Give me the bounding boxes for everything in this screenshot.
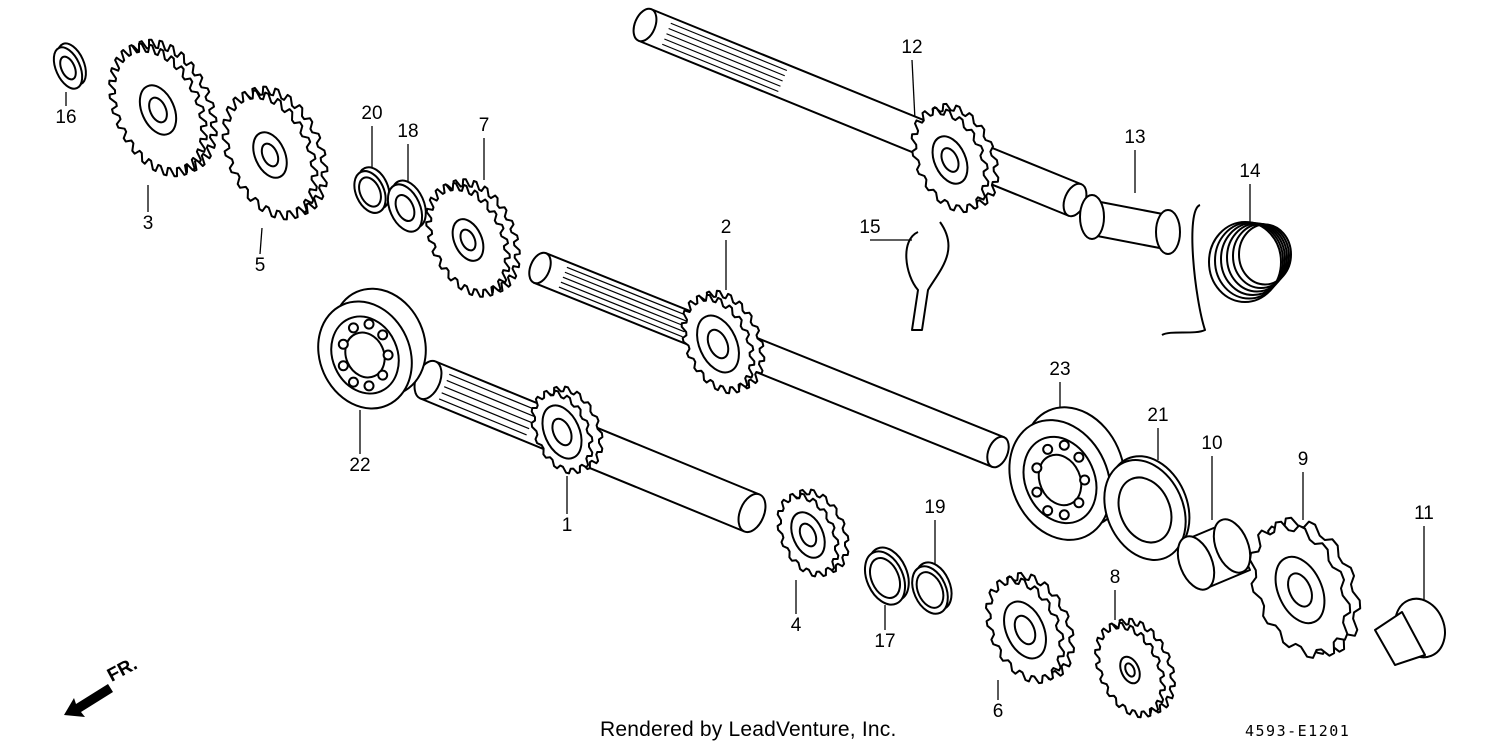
collar-10 [1176,518,1252,591]
part-number-7: 7 [478,115,490,136]
part-number-4: 4 [790,615,802,636]
part-number-11: 11 [1414,503,1434,524]
part-number-2: 2 [720,217,732,238]
gear-5 [221,85,329,221]
gear-8 [1094,617,1176,719]
part-number-14: 14 [1239,161,1261,182]
part-number-5: 5 [254,255,266,276]
washer-16 [52,42,87,90]
part-number-18: 18 [397,121,419,142]
part-number-13: 13 [1124,127,1146,148]
circlip-19 [911,561,953,615]
washer-18 [386,179,427,233]
figure-code: 4593-E1201 [1245,722,1351,740]
gear-3 [108,38,218,178]
collar-11 [1374,597,1446,666]
part-number-23: 23 [1049,359,1071,380]
bearing-22 [317,287,427,410]
part-number-8: 8 [1109,567,1121,588]
leader-line-5 [259,227,263,255]
gear-4 [776,488,850,578]
circlip-17 [863,546,910,606]
part-number-15: 15 [859,217,881,238]
leader-line-12 [911,59,916,121]
gear-1-pinion [530,385,604,475]
front-arrow-icon [64,684,113,717]
gear-2 [680,289,766,395]
part-number-21: 21 [1147,405,1169,426]
kickstarter-spindle [632,7,1088,218]
spring-clip-15 [905,221,950,331]
countershaft [528,251,1010,469]
part-number-20: 20 [361,103,383,124]
gear-7 [425,178,521,298]
part-number-19: 19 [924,497,946,518]
bearing-23 [1008,406,1126,541]
collar-13 [1079,194,1181,255]
kick-spring-14 [1161,204,1292,336]
part-number-17: 17 [874,631,896,652]
kick-gear-12 [910,102,1000,214]
part-number-22: 22 [349,455,371,476]
part-number-1: 1 [561,515,573,536]
part-number-3: 3 [142,213,154,234]
part-number-9: 9 [1297,449,1309,470]
part-number-6: 6 [992,701,1004,722]
drive-sprocket-9 [1249,516,1362,659]
credit-line: Rendered by LeadVenture, Inc. [600,718,897,741]
parts-layer [52,7,1446,719]
oil-seal-21 [1103,455,1191,561]
part-number-12: 12 [901,37,923,58]
gear-6 [985,571,1075,685]
part-number-10: 10 [1201,433,1223,454]
circlip-20 [353,166,391,214]
part-number-16: 16 [55,107,77,128]
